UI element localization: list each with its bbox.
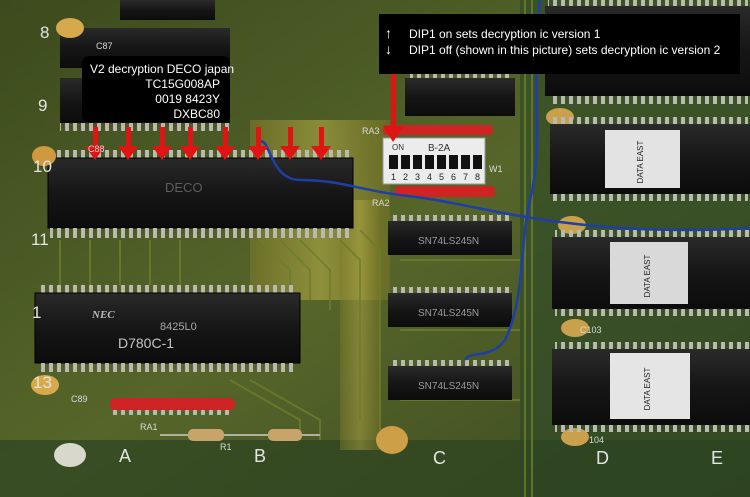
dip-number: 1 bbox=[391, 172, 396, 182]
dip-number: 3 bbox=[415, 172, 420, 182]
part-label: R1 bbox=[220, 442, 232, 452]
part-label: W1 bbox=[489, 164, 503, 174]
ls245-chip-2 bbox=[388, 293, 512, 327]
dip-annotation-line-1: DIP1 on sets decryption ic version 1 bbox=[409, 27, 601, 41]
part-label: RA2 bbox=[372, 198, 390, 208]
dip-switch-levers bbox=[389, 155, 482, 169]
deco-chip bbox=[47, 157, 354, 229]
dip-number: 2 bbox=[403, 172, 408, 182]
chip-row9-pins bbox=[60, 123, 230, 131]
row-label: 9 bbox=[38, 96, 47, 115]
row-label: 10 bbox=[33, 157, 52, 176]
pcb-traces bbox=[59, 0, 533, 497]
nec-part-text: D780C-1 bbox=[118, 335, 174, 351]
ls245-text-1: SN74LS245N bbox=[418, 236, 479, 247]
part-label: C103 bbox=[580, 325, 602, 335]
chip-annotation: V2 decryption DECO japan TC15G008AP 0019… bbox=[82, 56, 235, 122]
dip-switch-numbers: 1 2 3 4 5 6 7 8 bbox=[391, 172, 480, 182]
ls245-chip-3 bbox=[388, 366, 512, 400]
arrow-down bbox=[311, 127, 331, 160]
row-labels: 8 9 10 11 1 13 bbox=[31, 23, 52, 392]
dip-annotation-line-2: DIP1 off (shown in this picture) sets de… bbox=[409, 43, 721, 57]
arrow-down bbox=[152, 127, 172, 160]
ra1-pins bbox=[112, 410, 232, 415]
arrow-up-icon: ↑ bbox=[385, 25, 392, 41]
dip-number: 8 bbox=[475, 172, 480, 182]
eprom-1-label-text: DATA EAST bbox=[636, 140, 645, 183]
nec-chip-pins-bottom bbox=[40, 363, 295, 372]
chip-annotation-line: DXBC80 bbox=[173, 107, 220, 121]
eprom-1-label bbox=[605, 130, 680, 188]
nec-chip-pins-top bbox=[40, 285, 295, 293]
dip-number: 7 bbox=[463, 172, 468, 182]
deco-chip-pins-top bbox=[50, 150, 350, 158]
chip-top-center-pins bbox=[410, 72, 510, 78]
arrow-down-dip bbox=[383, 44, 404, 142]
chip-annotation-line: V2 decryption DECO japan bbox=[90, 62, 235, 76]
column-label: A bbox=[119, 446, 131, 466]
row-label: 1 bbox=[32, 303, 41, 322]
red-arrows bbox=[85, 44, 404, 160]
eprom-3-label bbox=[610, 353, 690, 419]
row-label: 13 bbox=[33, 373, 52, 392]
ra3-resistor-network bbox=[383, 125, 493, 135]
part-label: RA1 bbox=[140, 422, 158, 432]
nec-brand-text: NEC bbox=[91, 309, 115, 321]
nec-chip bbox=[34, 292, 301, 364]
part-labels: C87 C88 C89 RA1 RA2 RA3 R1 W1 C103 104 bbox=[71, 41, 604, 452]
dip-number: 4 bbox=[427, 172, 432, 182]
chip-top-center bbox=[405, 78, 515, 116]
column-labels: A B C D E bbox=[119, 446, 723, 468]
eprom-2-label-text: DATA EAST bbox=[643, 254, 652, 297]
column-label: E bbox=[711, 448, 723, 468]
ls245-chips: SN74LS245N SN74LS245N SN74LS245N bbox=[388, 215, 512, 400]
part-label: 104 bbox=[589, 435, 604, 445]
arrow-down bbox=[180, 127, 200, 160]
dip-switch-label: B-2A bbox=[428, 143, 451, 154]
arrow-down bbox=[85, 127, 105, 160]
ra2-resistor-network bbox=[395, 186, 495, 197]
column-label: C bbox=[433, 448, 446, 468]
blue-wire-2 bbox=[463, 0, 542, 361]
arrow-down bbox=[248, 127, 268, 160]
resistors bbox=[160, 429, 320, 441]
row-label: 8 bbox=[40, 23, 49, 42]
chip-top-left bbox=[120, 0, 215, 20]
arrow-down bbox=[215, 127, 235, 160]
deco-chip-text: DECO bbox=[165, 180, 203, 195]
chip-annotation-line: 0019 8423Y bbox=[155, 92, 220, 106]
eprom-2-label bbox=[610, 242, 688, 304]
arrow-down-icon: ↓ bbox=[385, 41, 392, 57]
eprom-3-label-text: DATA EAST bbox=[643, 367, 652, 410]
column-label: B bbox=[254, 446, 266, 466]
part-label: C87 bbox=[96, 41, 113, 51]
part-label: C89 bbox=[71, 394, 88, 404]
ls245-text-2: SN74LS245N bbox=[418, 308, 479, 319]
deco-chip-pins-bottom bbox=[50, 228, 350, 238]
ls245-chip-1 bbox=[388, 221, 512, 255]
dip-number: 6 bbox=[451, 172, 456, 182]
part-label: RA3 bbox=[362, 126, 380, 136]
blue-wire bbox=[253, 140, 750, 232]
ra1-resistor-network bbox=[110, 398, 235, 410]
dip-annotation: ↑ DIP1 on sets decryption ic version 1 ↓… bbox=[379, 14, 740, 74]
arrow-down bbox=[280, 127, 300, 160]
chip-annotation-line: TC15G008AP bbox=[145, 77, 220, 91]
row-label: 11 bbox=[31, 230, 49, 249]
nec-date-text: 8425L0 bbox=[160, 321, 197, 333]
arrow-down bbox=[118, 127, 138, 160]
part-label: C88 bbox=[88, 144, 105, 154]
dip-number: 5 bbox=[439, 172, 444, 182]
dip-on-label: ON bbox=[392, 143, 404, 152]
ls245-text-3: SN74LS245N bbox=[418, 381, 479, 392]
column-label: D bbox=[596, 448, 609, 468]
